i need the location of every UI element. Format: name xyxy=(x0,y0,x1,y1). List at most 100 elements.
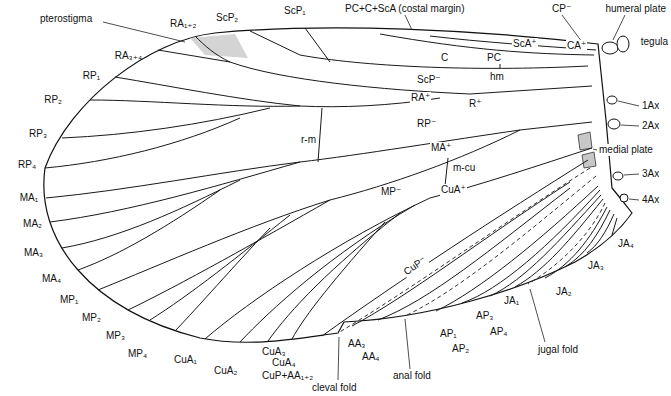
vein-label: MP₃ xyxy=(106,330,125,342)
vein-label: 2Ax xyxy=(642,120,659,132)
leader-line xyxy=(613,15,625,40)
vein-label: RA⁺ xyxy=(410,92,431,104)
axillary-sclerite xyxy=(613,172,623,180)
vein xyxy=(268,213,400,341)
vein xyxy=(470,86,592,94)
leader-line xyxy=(530,289,545,342)
vein-label: JA₄ xyxy=(618,238,634,250)
vein xyxy=(90,100,300,106)
vein xyxy=(150,215,290,320)
vein-label: medial plate xyxy=(598,144,654,156)
veins xyxy=(45,28,617,342)
vein-label: tegula xyxy=(641,36,668,48)
vein xyxy=(78,190,220,270)
vein-label: MA₂ xyxy=(23,218,42,230)
vein xyxy=(158,50,230,62)
vein-label: MA₃ xyxy=(24,247,43,259)
vein-label: humeral plate xyxy=(605,3,666,15)
vein xyxy=(322,160,588,336)
vein-label: JA₃ xyxy=(588,260,604,272)
vein-label: RP₁ xyxy=(83,70,100,82)
vein-label: MP₄ xyxy=(128,348,147,360)
fold-line xyxy=(338,168,590,333)
vein-label: CuA₄ xyxy=(272,357,296,369)
vein-label: CA⁺ xyxy=(566,40,587,52)
vein-label: 4Ax xyxy=(642,194,659,206)
vein xyxy=(330,130,520,200)
vein xyxy=(195,36,470,94)
vein-label: RP₃ xyxy=(29,128,47,140)
vein xyxy=(378,188,570,320)
vein-label: R⁺ xyxy=(468,98,483,110)
vein xyxy=(62,180,240,248)
vein-label: cleval fold xyxy=(312,382,356,394)
vein-label: 3Ax xyxy=(642,168,659,180)
wing-outline xyxy=(44,28,632,342)
leader-line xyxy=(624,174,639,175)
vein-label: MP₁ xyxy=(60,294,78,306)
leader-line xyxy=(618,101,639,106)
vein xyxy=(515,199,603,287)
vein-label: AP₄ xyxy=(490,326,507,338)
pterostigma-area xyxy=(190,34,248,58)
leader-line xyxy=(629,199,639,200)
vein-label: CuA₁ xyxy=(174,354,197,366)
vein-label: CuA₂ xyxy=(214,365,237,377)
vein-label: AA₃ xyxy=(348,338,365,350)
vein-label: CuP+AA₁₊₂ xyxy=(262,370,313,382)
vein-label: AP₂ xyxy=(452,343,469,355)
vein-label: JA₁ xyxy=(504,295,519,307)
vein xyxy=(175,228,270,331)
leader-lines xyxy=(103,15,639,380)
vein-label: AP₃ xyxy=(476,310,493,322)
vein-label: CP⁻ xyxy=(552,3,571,15)
vein xyxy=(436,186,598,311)
vein xyxy=(46,162,300,198)
vein-label: ScA⁺ xyxy=(512,38,538,50)
vein xyxy=(62,108,270,138)
fold-line xyxy=(528,203,605,284)
vein-label: pterostigma xyxy=(40,13,92,25)
leader-line xyxy=(405,15,412,30)
vein-label: RP₂ xyxy=(44,94,62,106)
vein xyxy=(250,31,588,68)
axillary-sclerite xyxy=(620,194,628,202)
vein-label: JA₂ xyxy=(556,286,572,298)
vein-label: MP⁻ xyxy=(380,186,402,198)
vein-label: PC xyxy=(486,52,502,64)
vein xyxy=(520,122,592,130)
vein xyxy=(305,28,330,62)
leader-line xyxy=(405,319,410,369)
leader-line xyxy=(621,125,639,126)
vein-label: RP₄ xyxy=(18,159,36,171)
humeral-plate xyxy=(602,42,618,54)
vein xyxy=(565,210,610,267)
vein xyxy=(612,218,617,235)
medial-plate xyxy=(582,152,596,168)
vein-label: C xyxy=(440,52,449,64)
vein xyxy=(45,118,240,168)
vein xyxy=(98,200,330,290)
vein-label: ScP₁ xyxy=(284,5,306,17)
vein-label: RP⁻ xyxy=(416,118,437,130)
fold-line xyxy=(405,176,596,316)
axillary-sclerite xyxy=(607,96,617,104)
vein xyxy=(587,214,614,253)
vein xyxy=(490,195,601,296)
vein-label: jugal fold xyxy=(538,344,578,356)
vein-label: hm xyxy=(489,71,505,83)
vein xyxy=(128,200,330,310)
vein-label: RA₃₊₄ xyxy=(115,50,142,62)
vein-label: RA₁₊₂ xyxy=(170,18,196,30)
vein-label: CuA₃ xyxy=(262,346,286,358)
vein-label: MA₄ xyxy=(42,273,61,285)
vein-label: ScP₂ xyxy=(216,12,238,24)
vein-label: m-cu xyxy=(452,162,476,174)
vein-label: CuA⁺ xyxy=(440,184,467,196)
crossvein xyxy=(318,108,322,162)
vein-label: AA₄ xyxy=(362,351,379,363)
vein-label: MA₁ xyxy=(20,192,38,204)
vein xyxy=(50,162,300,222)
vein-label: ScP⁻ xyxy=(416,74,442,86)
vein-label: PC+C+ScA (costal margin) xyxy=(345,3,465,15)
